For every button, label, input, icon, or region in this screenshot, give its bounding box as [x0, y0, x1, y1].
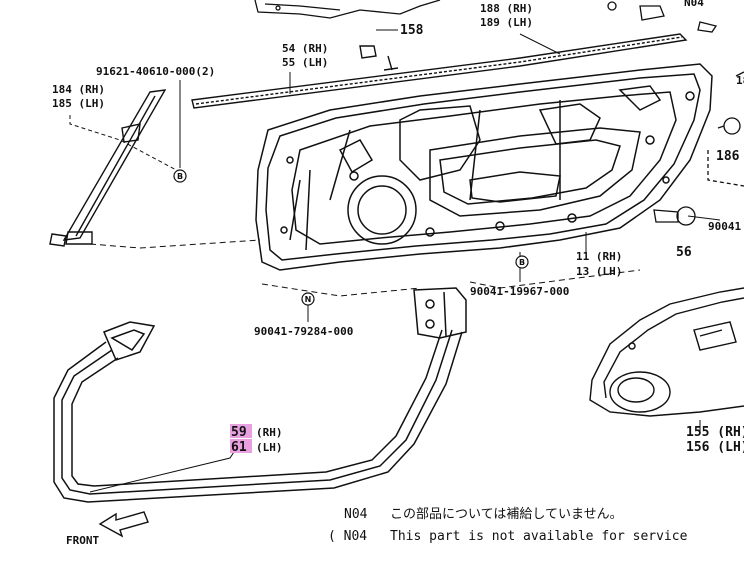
- callout-61-suffix: (LH): [256, 441, 283, 454]
- callout-90041-19967[interactable]: 90041-19967-000: [470, 285, 569, 298]
- callout-54[interactable]: 54 (RH): [282, 42, 328, 55]
- marker-b-1: B: [173, 169, 187, 183]
- door-trim-panel-drawing: [589, 287, 744, 417]
- front-arrow-drawing: [98, 511, 149, 538]
- callout-55[interactable]: 55 (LH): [282, 56, 328, 69]
- callout-91621[interactable]: 91621-40610-000(2): [96, 65, 215, 78]
- callout-n04-top: N04: [684, 0, 704, 9]
- callout-184[interactable]: 184 (RH): [52, 83, 105, 96]
- callout-188[interactable]: 188 (RH): [480, 2, 533, 15]
- door-weatherstrip-drawing: [53, 287, 467, 503]
- callout-61-highlight: [230, 439, 252, 453]
- callout-90041-right[interactable]: 90041: [708, 220, 741, 233]
- leader-lines: [69, 29, 721, 493]
- callout-189[interactable]: 189 (LH): [480, 16, 533, 29]
- note-english: This part is not available for service: [390, 529, 688, 544]
- note-japanese: この部品については補給していません。: [390, 507, 623, 522]
- window-frame-strip-drawing: [49, 89, 167, 247]
- callout-18-right[interactable]: 18: [736, 74, 744, 87]
- callout-158[interactable]: 158: [400, 23, 424, 38]
- marker-n-label: N: [305, 295, 312, 304]
- marker-b-2-label: B: [519, 258, 525, 267]
- callout-59-number[interactable]: 59: [231, 425, 247, 440]
- belt-moulding-drawing: [191, 33, 688, 109]
- callout-90041-79284[interactable]: 90041-79284-000: [254, 325, 353, 338]
- callout-11[interactable]: 11 (RH): [576, 250, 622, 263]
- callout-13[interactable]: 13 (LH): [576, 265, 622, 278]
- callout-59-highlight: [230, 424, 252, 438]
- callout-156[interactable]: 156 (LH): [686, 440, 744, 455]
- marker-b-2: B: [515, 255, 529, 269]
- top-bracket-drawing: [254, 0, 718, 33]
- callout-185[interactable]: 185 (LH): [52, 97, 105, 110]
- marker-b-1-label: B: [177, 172, 183, 181]
- callout-59-suffix: (RH): [256, 426, 283, 439]
- callout-186-right[interactable]: 186: [716, 149, 740, 164]
- note-code-1: N04: [344, 507, 368, 522]
- marker-n: N: [301, 292, 315, 306]
- right-side-parts-drawing: [653, 71, 744, 226]
- callout-155[interactable]: 155 (RH): [686, 425, 744, 440]
- callout-61-number[interactable]: 61: [231, 440, 247, 455]
- callout-56[interactable]: 56: [676, 245, 692, 260]
- door-panel-drawing: [255, 63, 713, 271]
- front-label: FRONT: [66, 534, 99, 547]
- note-code-2: ( N04: [328, 529, 367, 544]
